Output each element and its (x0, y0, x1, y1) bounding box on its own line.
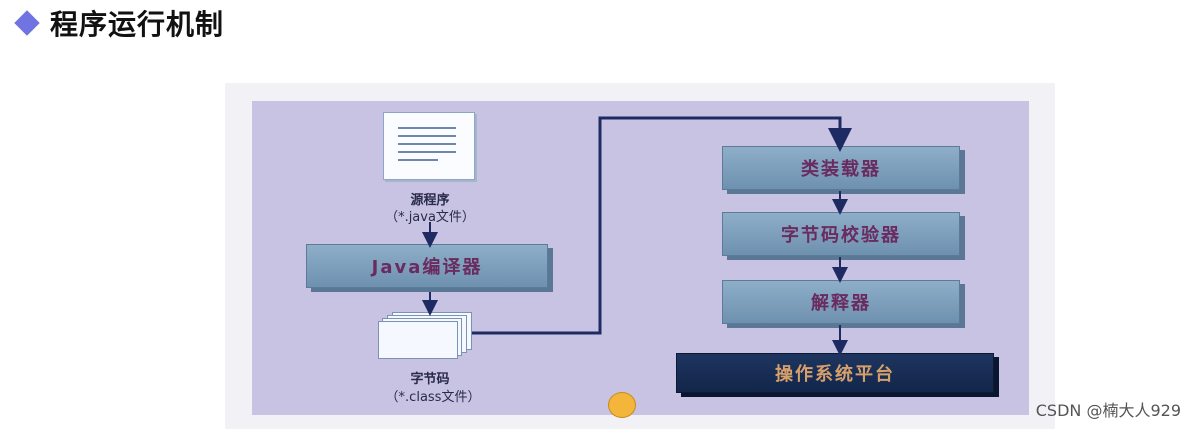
arrow-bytecode-to-loader (472, 116, 852, 335)
page-header: 程序运行机制 (14, 6, 225, 41)
class-loader-label: 类装载器 (801, 159, 881, 180)
os-platform-bar: 操作系统平台 (676, 353, 994, 393)
source-document-icon (383, 112, 475, 180)
bytecode-verifier-bar: 字节码校验器 (722, 212, 960, 256)
emoji-icon (608, 392, 636, 418)
page-title: 程序运行机制 (50, 8, 225, 41)
source-ext: （*.java文件） (385, 210, 475, 225)
source-label: 源程序 (410, 193, 450, 208)
compiler-label: Java编译器 (371, 257, 483, 278)
bytecode-label: 字节码 (410, 372, 450, 387)
interpreter-label: 解释器 (811, 293, 871, 314)
watermark: CSDN @楠大人929 (1035, 401, 1181, 420)
bytecode-verifier-label: 字节码校验器 (781, 225, 901, 246)
bytecode-ext: （*.class文件） (385, 390, 481, 405)
class-loader-bar: 类装载器 (722, 146, 960, 190)
os-platform-label: 操作系统平台 (775, 364, 895, 385)
bytecode-files-icon (378, 312, 472, 359)
